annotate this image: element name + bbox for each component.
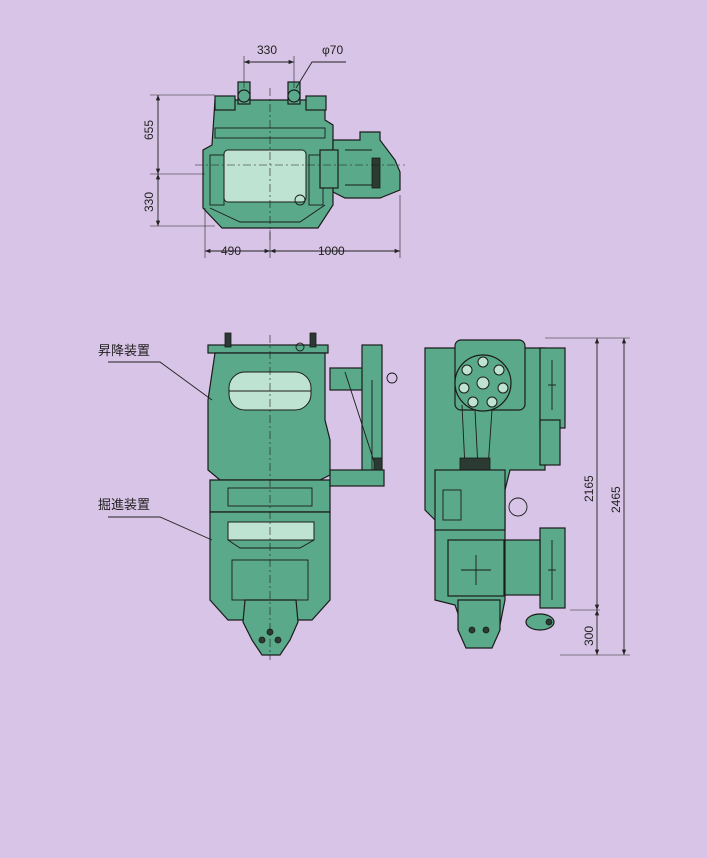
- dim-330-width: 330: [257, 43, 277, 57]
- top-view-dimensions: 330 φ70 655 330 490 1000: [142, 43, 401, 258]
- side-view-dimensions: 2165 2465 300: [545, 337, 630, 656]
- dim-2165-height: 2165: [582, 475, 596, 502]
- label-lifting-device: 昇降装置: [98, 343, 150, 358]
- top-view: [195, 81, 405, 240]
- dim-1000-width: 1000: [318, 244, 345, 258]
- front-view-labels: 昇降装置 掘進装置: [98, 343, 213, 541]
- dim-490-width: 490: [221, 244, 241, 258]
- side-view: [424, 339, 566, 649]
- label-excavation-device: 掘進装置: [98, 497, 150, 512]
- front-view: [207, 332, 398, 660]
- dim-655-depth: 655: [142, 120, 156, 140]
- dim-2465-height: 2465: [609, 486, 623, 513]
- dim-300-height: 300: [582, 626, 596, 646]
- dim-pin-diameter: φ70: [322, 43, 343, 57]
- dim-330-depth: 330: [142, 192, 156, 212]
